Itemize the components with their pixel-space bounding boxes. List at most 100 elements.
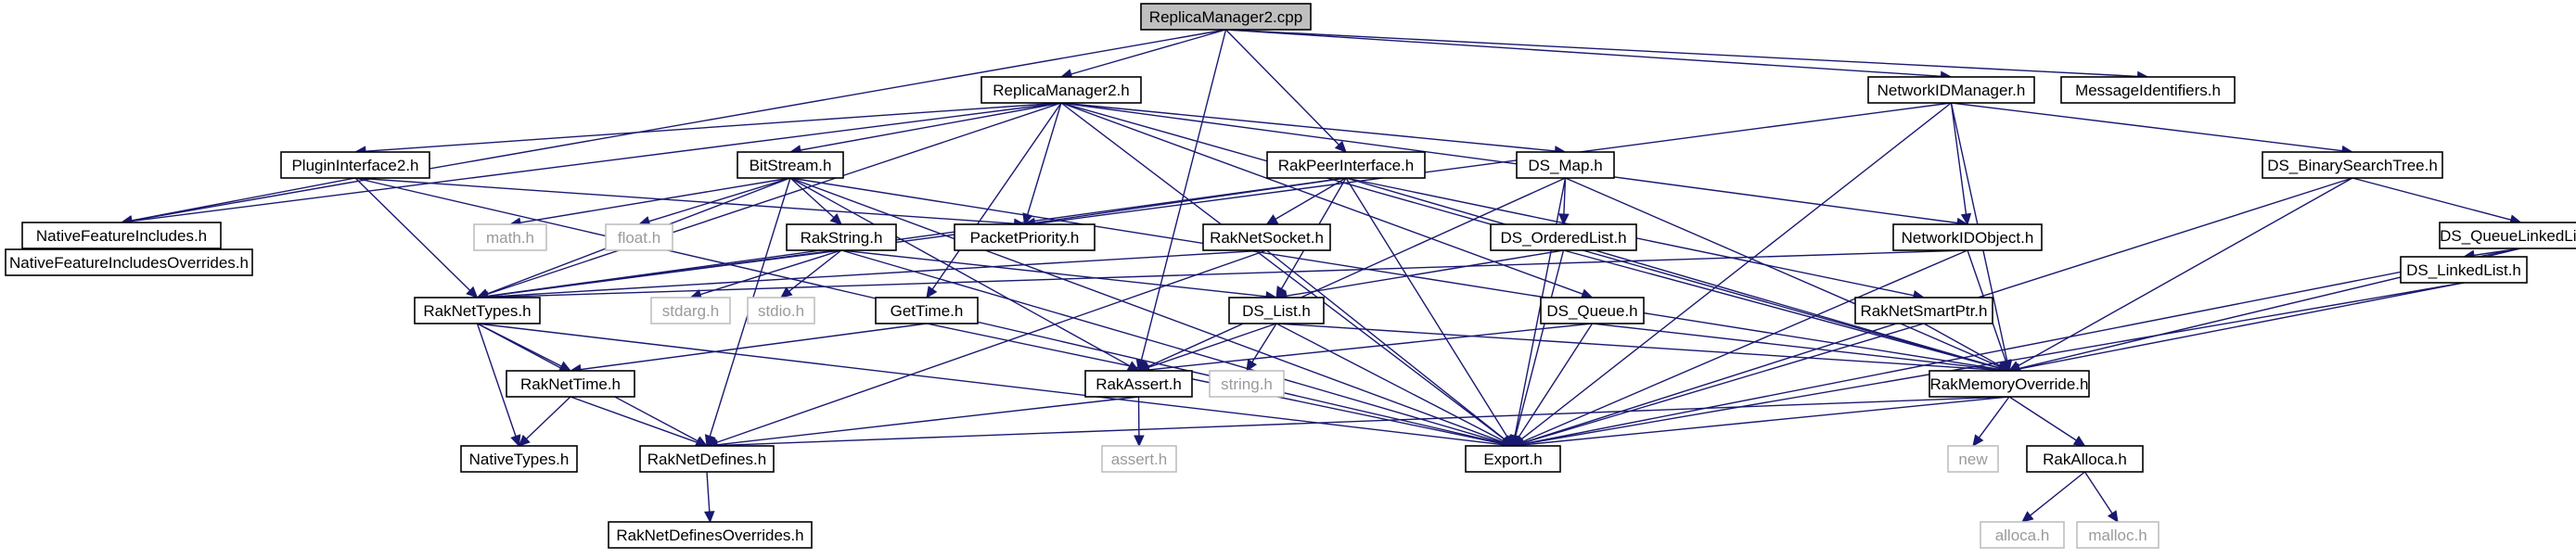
node-replicamanager2-h[interactable]: ReplicaManager2.h (980, 76, 1142, 104)
arrowhead-rakmemov-to-rakalloca (2072, 435, 2086, 447)
node-replicamanager2-cpp[interactable]: ReplicaManager2.cpp (1140, 3, 1312, 31)
edge-raknetsocket-to-raknetdefines (716, 249, 1267, 444)
node-box (21, 222, 222, 249)
node-label: RakAssert.h (1096, 375, 1182, 393)
edge-rakpeer-to-raknetsocket (1275, 177, 1347, 221)
edge-raknetsmartptr-to-rakmemov (1923, 323, 2001, 367)
edge-nidm-to-dsbst (1951, 102, 2343, 152)
node-label: DS_Map.h (1528, 157, 1602, 174)
edge-rm2h-to-dsmap (1060, 102, 1556, 152)
node-label: NativeFeatureIncludes.h (36, 227, 207, 245)
edge-dslist-to-rakassert (1147, 323, 1277, 369)
node-label: RakNetTypes.h (423, 302, 531, 320)
edge-rakalloca-to-mallocah (2083, 471, 2113, 515)
edge-root-to-msgid (1225, 29, 2138, 78)
node-ds-list-h[interactable]: DS_List.h (1228, 297, 1325, 324)
edge-raknettypes-to-nativetypes (476, 323, 517, 437)
node-networkidmanager-h[interactable]: NetworkIDManager.h (1867, 76, 2035, 104)
edge-plugin-to-nfi (131, 177, 356, 222)
node-nativefeatureincludes-h[interactable]: NativeFeatureIncludes.h (21, 222, 222, 249)
node-ds-linkedlist-h[interactable]: DS_LinkedList.h (2400, 256, 2528, 284)
node-box (1101, 445, 1177, 473)
node-packetpriority-h[interactable]: PacketPriority.h (954, 223, 1096, 251)
node-rakassert-h[interactable]: RakAssert.h (1084, 370, 1193, 398)
node-rakalloca-h[interactable]: RakAlloca.h (2026, 445, 2144, 473)
node-ds-queuelinkedlist-h[interactable]: DS_QueueLinkedList.h (2439, 222, 2576, 249)
node-raknetdefines-h[interactable]: RakNetDefines.h (639, 445, 775, 473)
arrowhead-raknettime-to-nativetypes (518, 434, 531, 447)
edge-dsorderedlist-to-rakmemov (1563, 249, 2000, 369)
node-raknettime-h[interactable]: RakNetTime.h (506, 370, 635, 398)
edge-rakstring-to-dslist (840, 249, 1267, 298)
edge-root-to-rakpeer (1225, 29, 1339, 146)
node-ds-orderedlist-h[interactable]: DS_OrderedList.h (1490, 223, 1637, 251)
node-export-h[interactable]: Export.h (1465, 445, 1561, 473)
node-rakstring-h[interactable]: RakString.h (786, 223, 897, 251)
node-label: RakString.h (801, 229, 883, 247)
node-raknetdefinesoverrides-h[interactable]: RakNetDefinesOverrides.h (608, 521, 813, 549)
node-rakmemoryoverride-h[interactable]: RakMemoryOverride.h (1929, 370, 2090, 398)
node-box (1084, 370, 1193, 398)
edge-root-to-rm2h (1070, 29, 1226, 75)
node-new: new (1947, 445, 1999, 473)
arrowhead-rakstring-to-stdioh (780, 286, 793, 299)
node-gettime-h[interactable]: GetTime.h (875, 297, 979, 324)
node-box (5, 248, 253, 276)
node-box (875, 297, 979, 324)
node-box (506, 370, 635, 398)
node-label: ReplicaManager2.cpp (1149, 8, 1302, 26)
node-label: malloc.h (2088, 527, 2147, 544)
edges-layer (117, 29, 2522, 524)
node-rakpeerinterface-h[interactable]: RakPeerInterface.h (1266, 151, 1426, 179)
edge-rm2h-to-bitstream (800, 102, 1062, 151)
node-box (1947, 445, 1999, 473)
edge-rakmemov-to-raknetdefines (716, 396, 2010, 447)
edge-rakassert-to-raknetdefines (716, 396, 1139, 446)
node-box (1540, 297, 1645, 324)
node-box (2262, 151, 2443, 179)
edge-plugin-to-packetprio (354, 177, 1015, 224)
node-raknettypes-h[interactable]: RakNetTypes.h (414, 297, 541, 324)
node-ds-queue-h[interactable]: DS_Queue.h (1540, 297, 1645, 324)
node-label: GetTime.h (891, 302, 964, 320)
edge-dsll-to-exporth (1522, 282, 2465, 445)
node-nativetypes-h[interactable]: NativeTypes.h (460, 445, 578, 473)
node-box (2060, 76, 2236, 104)
edge-rm2h-to-raknettypes (486, 102, 1062, 296)
edge-rm2h-to-plugin (365, 102, 1062, 152)
edge-dsqueue-to-exporth (1518, 323, 1594, 438)
node-box (1980, 521, 2065, 549)
node-box (650, 297, 731, 324)
node-label: BitStream.h (750, 157, 832, 174)
node-bitstream-h[interactable]: BitStream.h (737, 151, 844, 179)
node-box (1929, 370, 2090, 398)
node-raknetsmartptr-h[interactable]: RakNetSmartPtr.h (1854, 297, 1993, 324)
edge-rm2h-to-gettime (931, 102, 1062, 290)
node-messageidentifiers-h[interactable]: MessageIdentifiers.h (2060, 76, 2236, 104)
arrowhead-rakassert-to-asserth (1134, 435, 1145, 448)
node-networkidobject-h[interactable]: NetworkIDObject.h (1892, 223, 2043, 251)
edge-dsqueue-to-rakmemov (1592, 323, 2000, 371)
node-box (414, 297, 541, 324)
node-label: NetworkIDObject.h (1902, 229, 2034, 247)
node-label: ReplicaManager2.h (993, 82, 1129, 99)
node-label: RakAlloca.h (2043, 451, 2127, 468)
node-box (747, 297, 815, 324)
node-nativefeatureincludesoverrides-h[interactable]: NativeFeatureIncludesOverrides.h (5, 248, 253, 276)
node-raknetsocket-h[interactable]: RakNetSocket.h (1202, 223, 1331, 251)
edge-dsqll-to-exporth (1522, 248, 2521, 445)
node-malloc-h: malloc.h (2076, 521, 2159, 549)
node-box (1228, 297, 1325, 324)
edge-dsorderedlist-to-exporth (1515, 249, 1565, 437)
node-ds-map-h[interactable]: DS_Map.h (1516, 151, 1615, 179)
node-label: RakNetSocket.h (1210, 229, 1324, 247)
node-box (1892, 223, 2043, 251)
node-ds-binarysearchtree-h[interactable]: DS_BinarySearchTree.h (2262, 151, 2443, 179)
node-label: DS_QueueLinkedList.h (2440, 227, 2576, 245)
edge-raknettime-to-nativetypes (526, 396, 571, 439)
arrowhead-dslist-to-stringh (1246, 359, 1258, 373)
edge-rakstring-to-stdioh (788, 249, 842, 292)
node-label: RakPeerInterface.h (1278, 157, 1414, 174)
arrowhead-bitstream-to-rakstring (829, 212, 842, 225)
node-plugininterface2-h[interactable]: PluginInterface2.h (280, 151, 430, 179)
